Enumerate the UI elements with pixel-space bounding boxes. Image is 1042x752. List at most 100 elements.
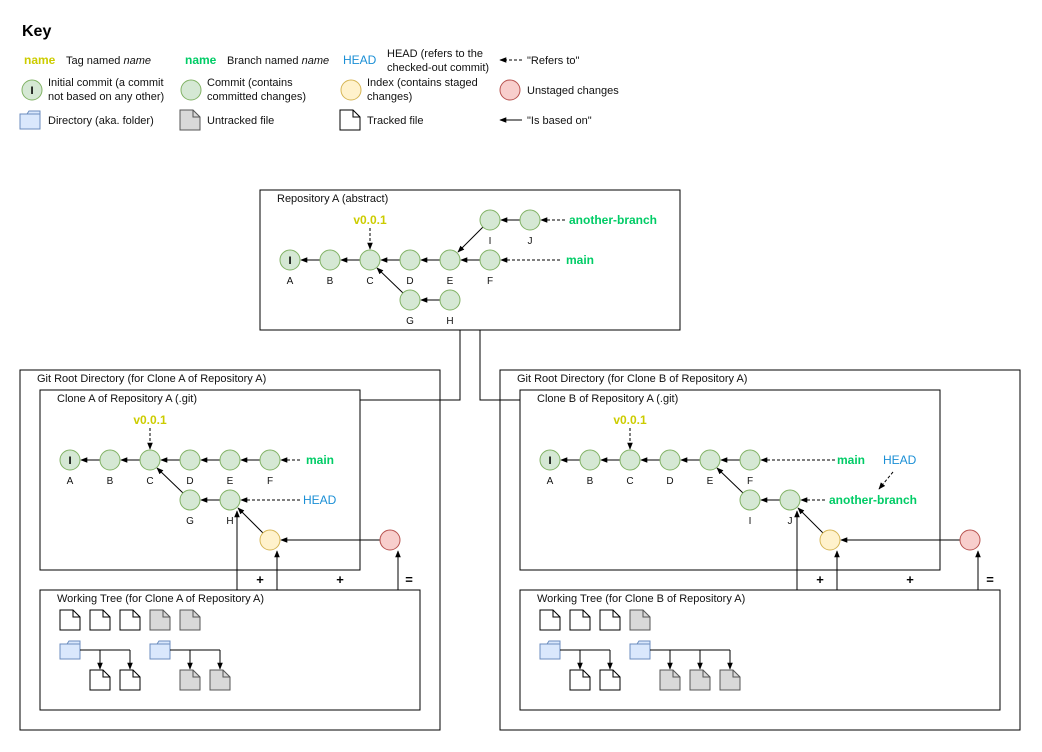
- commit-c: [359, 249, 381, 271]
- untracked-file-icon: [719, 669, 741, 691]
- commit-d: [179, 449, 201, 471]
- key-tracked-text: Tracked file: [367, 115, 423, 127]
- commit-label: E: [227, 476, 234, 487]
- untracked-file-icon: [209, 669, 231, 691]
- untracked-file-icon: [179, 609, 201, 631]
- commit-label: C: [626, 476, 633, 487]
- commit-j: [519, 209, 541, 231]
- commit-i: [479, 209, 501, 231]
- commit-label: B: [587, 476, 594, 487]
- commit-label: D: [186, 476, 193, 487]
- commit-label: J: [788, 516, 793, 527]
- commit-label: H: [446, 316, 453, 327]
- clone-b-root: Git Root Directory (for Clone B of Repos…: [499, 369, 1021, 731]
- index-node: [259, 529, 281, 551]
- commit-d: [659, 449, 681, 471]
- key-title: Key: [22, 23, 51, 40]
- plus-sign: +: [906, 572, 914, 587]
- key-index-text-1: Index (contains staged: [367, 77, 478, 89]
- commit-label: G: [406, 316, 414, 327]
- repo-a-commits: I: [279, 209, 541, 311]
- commit-f: [479, 249, 501, 271]
- commit-label: B: [107, 476, 114, 487]
- clone-a-arrows: [80, 428, 401, 590]
- clone-b-working-tree-box: [519, 589, 1001, 711]
- tracked-file-icon: [89, 669, 111, 691]
- key-initial-text-1: Initial commit (a commit: [48, 77, 164, 89]
- initial-commit-letter: I: [68, 455, 71, 467]
- commit-c: [139, 449, 161, 471]
- commit-h: [219, 489, 241, 511]
- key-head-text-2: checked-out commit): [387, 62, 489, 74]
- clone-b-git-box: [519, 389, 941, 571]
- key-branch-text: Branch named name: [227, 55, 329, 67]
- key-tag-text: Tag named name: [66, 55, 151, 67]
- key-head-text-1: HEAD (refers to the: [387, 48, 483, 60]
- key-index-text-2: changes): [367, 91, 412, 103]
- key-untracked-text: Untracked file: [207, 115, 274, 127]
- clone-b-root-title: Git Root Directory (for Clone B of Repos…: [517, 373, 747, 385]
- commit-a: [539, 449, 561, 471]
- connector-repo-to-clone-a: [360, 330, 461, 401]
- clone-a-git-title: Clone A of Repository A (.git): [57, 393, 197, 405]
- tracked-file-icon: [119, 669, 141, 691]
- commit-j: [779, 489, 801, 511]
- tracked-file-icon: [569, 609, 591, 631]
- head-label: HEAD: [883, 453, 917, 467]
- clone-b-working-tree-title: Working Tree (for Clone B of Repository …: [537, 593, 745, 605]
- commit-label: H: [226, 516, 233, 527]
- commit-label: F: [487, 276, 493, 287]
- commit-label: D: [406, 276, 413, 287]
- equals-sign: =: [405, 572, 413, 587]
- tag-label: v0.0.1: [613, 413, 647, 427]
- untracked-file-icon: [659, 669, 681, 691]
- clone-b-working-tree-files: [539, 609, 741, 691]
- clone-a-working-tree-title: Working Tree (for Clone A of Repository …: [57, 593, 264, 605]
- clone-a-working-tree-files: [59, 609, 231, 691]
- clone-a-root-title: Git Root Directory (for Clone A of Repos…: [37, 373, 266, 385]
- commit-label: C: [366, 276, 373, 287]
- key-commit-icon: [180, 79, 202, 101]
- commit-label: A: [67, 476, 74, 487]
- plus-sign: +: [816, 572, 824, 587]
- initial-commit-letter: I: [288, 255, 291, 267]
- commit-f: [259, 449, 281, 471]
- clone-b-arrows: [560, 428, 981, 590]
- clone-b-commit-labels: A B C D E F I J: [547, 476, 793, 527]
- commit-g: [399, 289, 421, 311]
- key-unstaged-icon: [499, 79, 521, 101]
- commit-label: A: [287, 276, 294, 287]
- commit-label: F: [747, 476, 753, 487]
- commit-label: A: [547, 476, 554, 487]
- key-commit-text-2: committed changes): [207, 91, 306, 103]
- commit-i: [739, 489, 761, 511]
- commit-h: [439, 289, 461, 311]
- tracked-file-icon: [89, 609, 111, 631]
- commit-d: [399, 249, 421, 271]
- commit-label: C: [146, 476, 153, 487]
- key-tag-sample: name: [24, 53, 56, 67]
- clone-b-commits: I: [539, 449, 981, 551]
- tag-label: v0.0.1: [353, 213, 387, 227]
- plus-sign: +: [256, 572, 264, 587]
- key-tracked-file-icon: [339, 109, 361, 131]
- tracked-file-icon: [569, 669, 591, 691]
- untracked-file-icon: [149, 609, 171, 631]
- commit-label: I: [489, 236, 492, 247]
- head-label: HEAD: [303, 493, 337, 507]
- key-refers-text: "Refers to": [527, 55, 580, 67]
- unstaged-changes-node: [959, 529, 981, 551]
- clone-a-commits: I: [59, 449, 401, 551]
- key-legend: Key name Tag named name name Branch name…: [19, 23, 619, 131]
- tag-label: v0.0.1: [133, 413, 167, 427]
- commit-label: D: [666, 476, 673, 487]
- clone-a-working-tree-box: [39, 589, 421, 711]
- tracked-file-icon: [599, 669, 621, 691]
- folder-icon: [149, 640, 171, 660]
- key-unstaged-text: Unstaged changes: [527, 85, 619, 97]
- commit-label: E: [447, 276, 454, 287]
- branch-another-label: another-branch: [829, 493, 917, 507]
- key-folder-icon: [19, 110, 41, 130]
